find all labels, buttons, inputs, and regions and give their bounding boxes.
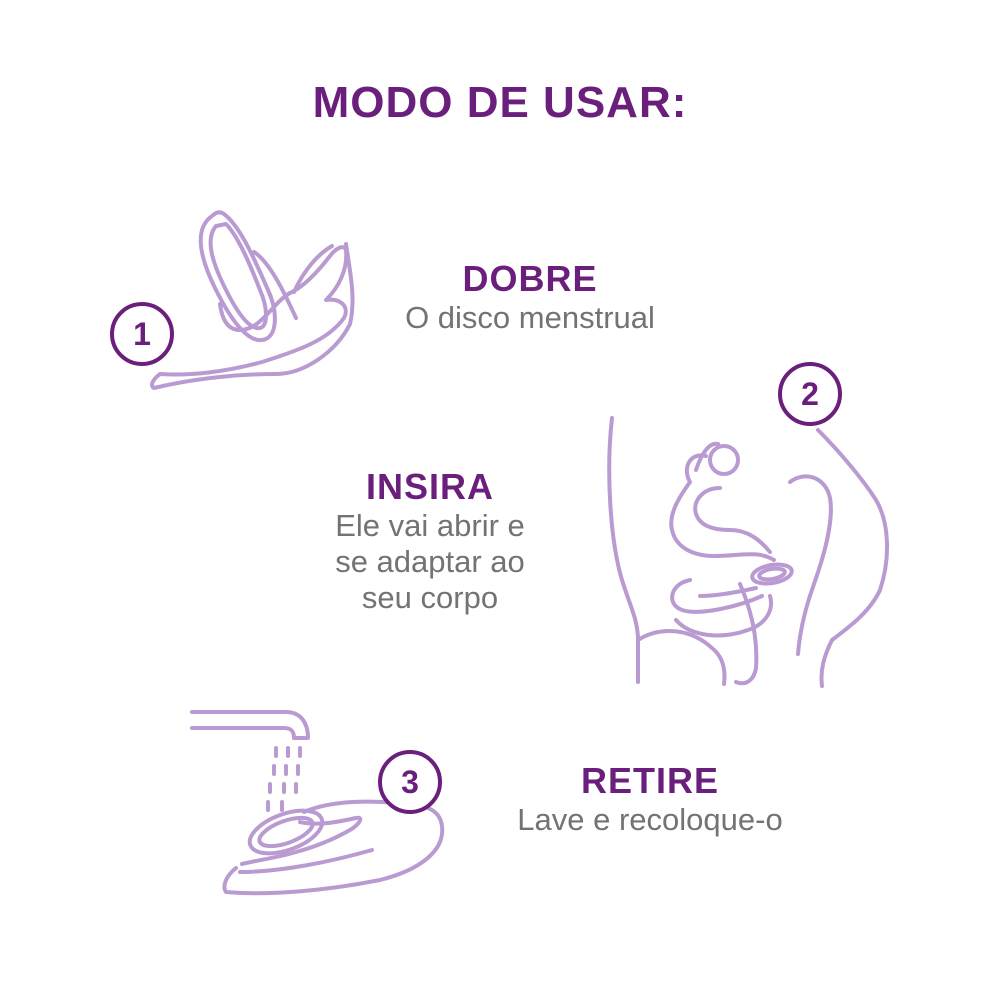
step-2-description-line-2: se adaptar ao (335, 544, 525, 579)
vaginal-canal (734, 582, 759, 686)
folded-disc-outer (198, 210, 277, 343)
bowel-loop-1 (670, 578, 764, 614)
step-2-badge: 2 (778, 362, 842, 426)
hand-palm (240, 815, 363, 866)
water-drops (266, 746, 302, 812)
inserted-disc-inner (757, 566, 787, 582)
step-1-text: DOBRE O disco menstrual (360, 258, 700, 336)
bowel-loop-2 (698, 586, 758, 598)
step-3-badge: 3 (378, 750, 442, 814)
step-1-heading: DOBRE (462, 258, 598, 299)
held-disc (247, 808, 325, 856)
step-1-badge: 1 (110, 302, 174, 366)
body-cross-section-illustration (607, 416, 889, 688)
bowel-loop-3 (674, 594, 773, 638)
step-3-description: Lave e recoloque-o (517, 802, 783, 837)
hand-index (292, 244, 334, 294)
held-disc-inner (257, 815, 315, 849)
step-2-description-line-3: seu corpo (361, 580, 499, 615)
step-2-text: INSIRA Ele vai abrir e se adaptar ao seu… (300, 466, 560, 616)
inserted-disc (750, 562, 794, 586)
uterus-outline (669, 453, 776, 562)
step-2-description-line-1: Ele vai abrir e (335, 508, 525, 543)
step-3-heading: RETIRE (580, 760, 719, 801)
body-back-lower (636, 629, 727, 686)
step-2-heading: INSIRA (365, 466, 494, 507)
fallopian-tube (694, 441, 720, 472)
step-1-description: O disco menstrual (405, 300, 655, 335)
body-front-outline (816, 428, 889, 688)
hand-fingers-3 (238, 848, 374, 874)
faucet (190, 710, 310, 740)
folded-disc-inner (208, 222, 268, 331)
hand-folding-disc-illustration (150, 210, 355, 390)
page-title: MODO DE USAR: (312, 78, 688, 127)
pubic-area (788, 474, 833, 656)
step-3-text: RETIRE Lave e recoloque-o (470, 760, 830, 838)
uterus-inner (693, 486, 772, 554)
hand-thumb (252, 250, 298, 320)
hand-outline (150, 242, 355, 390)
hand-outline-3 (222, 799, 445, 896)
body-back-outline (607, 416, 640, 684)
ovary (708, 444, 740, 476)
